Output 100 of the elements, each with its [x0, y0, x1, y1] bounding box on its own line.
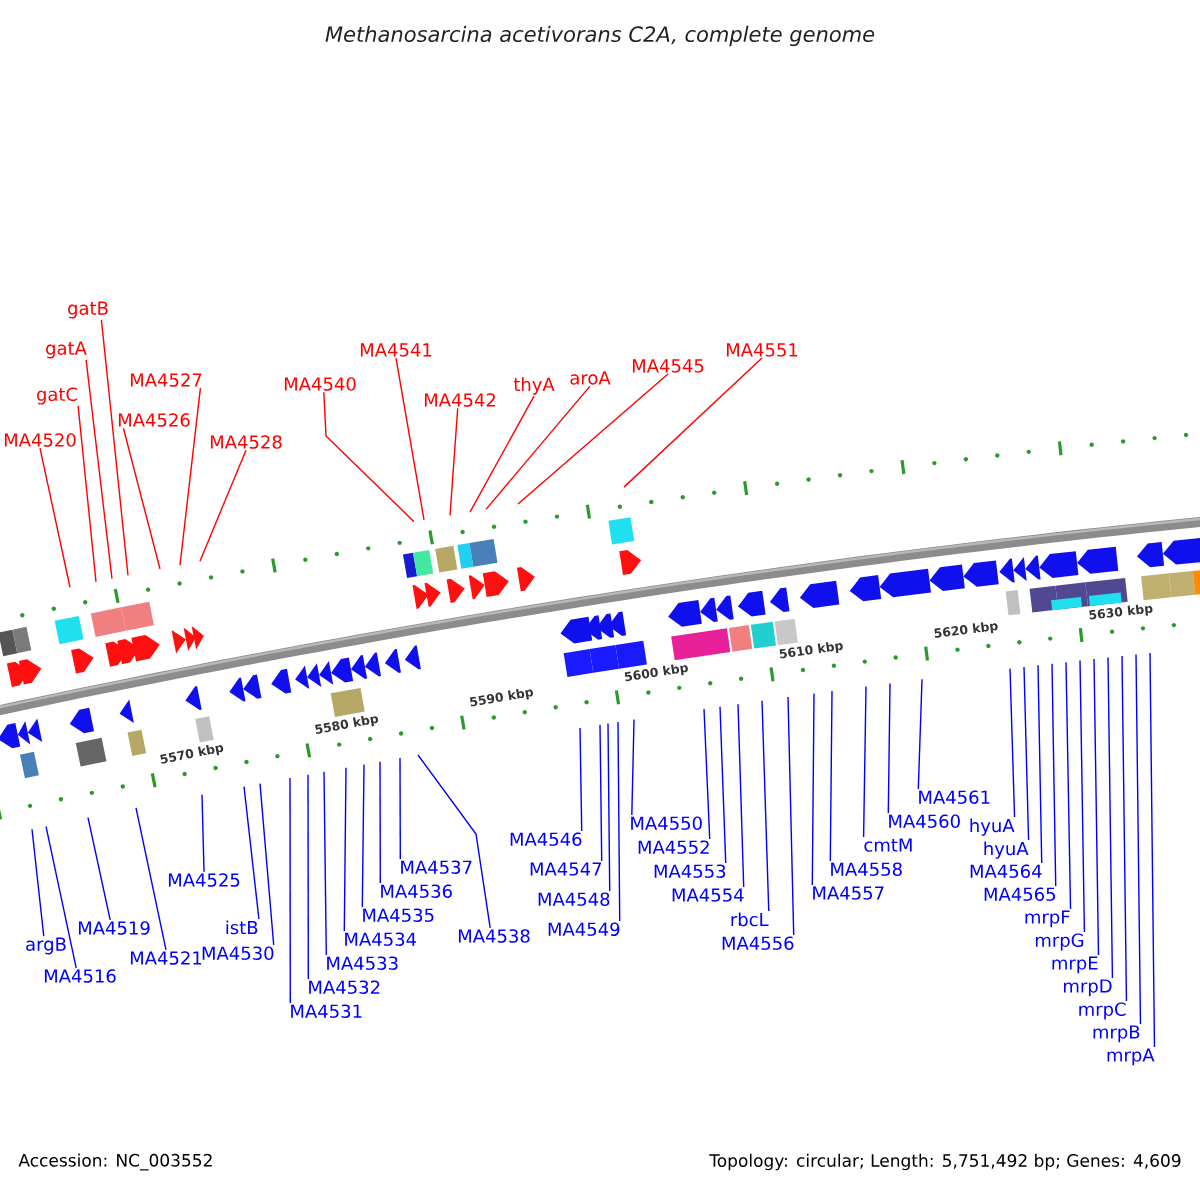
gene-label: mrpG [1035, 933, 1084, 951]
gene-label: MA4553 [654, 864, 726, 878]
gene-label: MA4519 [78, 921, 150, 935]
leader-line [343, 767, 347, 932]
leader-line [449, 407, 459, 517]
leader-line [379, 760, 381, 884]
gene-label: MA4534 [345, 932, 417, 946]
leader-line [289, 777, 291, 1004]
leader-line [469, 395, 535, 513]
leader-line [1135, 653, 1142, 1025]
gene-label: MA4561 [919, 790, 990, 804]
gene-label: MA4558 [831, 862, 902, 876]
leader-line [85, 359, 113, 580]
gene-label: MA4550 [631, 816, 702, 830]
leader-line [787, 696, 795, 936]
gene-label: MA4547 [530, 862, 602, 876]
gene-label: MA4549 [548, 922, 620, 936]
gene-label: cmtM [864, 838, 912, 852]
leader-line [417, 754, 491, 929]
leader-line [1107, 656, 1114, 979]
leader-line [323, 391, 415, 523]
gene-label: MA4532 [309, 980, 380, 994]
gene-label: gatA [46, 341, 87, 359]
gene-label: mrpF [1025, 910, 1070, 928]
gene-label: MA4564 [970, 864, 1042, 878]
leader-line [719, 706, 727, 864]
leader-line [39, 447, 71, 588]
leader-line [1009, 667, 1016, 818]
leader-line [917, 678, 923, 790]
leader-line [737, 703, 745, 888]
leader-line [623, 357, 763, 488]
leader-line [179, 387, 202, 566]
leader-line [395, 357, 425, 521]
leader-line [259, 782, 275, 946]
gene-label: MA4533 [327, 956, 398, 970]
leader-line [1121, 655, 1128, 1002]
leader-line [135, 807, 167, 951]
leader-line [485, 385, 591, 511]
leader-line [829, 690, 833, 862]
gene-label: aroA [570, 371, 611, 385]
gene-label: mrpD [1064, 979, 1112, 997]
gene-label: hyuA [984, 841, 1029, 859]
gene-label: istB [226, 920, 258, 935]
leader-line [201, 794, 205, 873]
leader-line [1037, 664, 1043, 864]
gene-label: MA4545 [632, 359, 704, 373]
gene-label: MA4541 [360, 343, 432, 357]
gene-label: MA4546 [510, 832, 582, 846]
title: Methanosarcina acetivorans C2A, complete genome [325, 25, 875, 47]
gene-label: MA4521 [130, 951, 202, 965]
leader-line [617, 721, 621, 922]
leader-line [77, 405, 97, 583]
leader-line [517, 373, 669, 505]
leader-line [631, 718, 635, 816]
gene-label: MA4516 [44, 969, 116, 983]
gene-label: MA4551 [726, 343, 798, 357]
gene-label: thyA [513, 377, 555, 395]
leader-line [31, 828, 45, 937]
leader-line [887, 682, 891, 814]
gene-label: gatB [68, 301, 108, 319]
leader-line [45, 825, 77, 969]
gene-label: mrpB [1093, 1025, 1140, 1043]
gene-label: MA4538 [458, 929, 530, 943]
leader-line [862, 685, 867, 838]
leader-line [703, 708, 711, 840]
gene-label: mrpE [1052, 956, 1098, 974]
leader-line [761, 700, 770, 912]
leader-line [100, 319, 129, 577]
leader-line [199, 449, 247, 562]
gene-label: MA4548 [538, 892, 610, 906]
gene-label: MA4554 [672, 888, 744, 902]
footer-text: Topology: circular; Length: 5,751,492 bp; Genes: 4,609 [709, 1153, 1181, 1171]
leader-line [1149, 652, 1156, 1048]
gene-label: mrpA [1107, 1048, 1155, 1066]
gene-label: MA4557 [813, 886, 884, 900]
gene-label: hyuA [970, 818, 1015, 836]
gene-label: MA4528 [210, 435, 282, 449]
gene-label: rbcL [731, 912, 769, 927]
leader-line [1023, 666, 1030, 841]
leader-line [87, 816, 111, 921]
gene-label: MA4526 [118, 413, 190, 427]
gene-label: MA4520 [4, 433, 76, 447]
gene-label: argB [26, 937, 66, 955]
gene-label: MA4560 [889, 814, 960, 828]
gene-label: MA4525 [168, 873, 240, 887]
leader-line [243, 785, 260, 920]
gene-label: MA4540 [284, 377, 356, 391]
leader-line [1093, 658, 1100, 956]
gene-label: MA4542 [424, 393, 496, 407]
leader-line [811, 692, 815, 886]
leader-line [323, 771, 327, 956]
gene-label: MA4531 [291, 1004, 362, 1018]
gene-label: MA4535 [363, 908, 434, 922]
leader-line [361, 763, 365, 908]
leader-line [1079, 659, 1086, 933]
gene-label: gatC [36, 387, 78, 405]
gene-label: MA4552 [638, 840, 709, 854]
leader-line [122, 427, 161, 570]
gene-label: MA4565 [984, 887, 1056, 901]
gene-label: MA4530 [202, 946, 274, 960]
